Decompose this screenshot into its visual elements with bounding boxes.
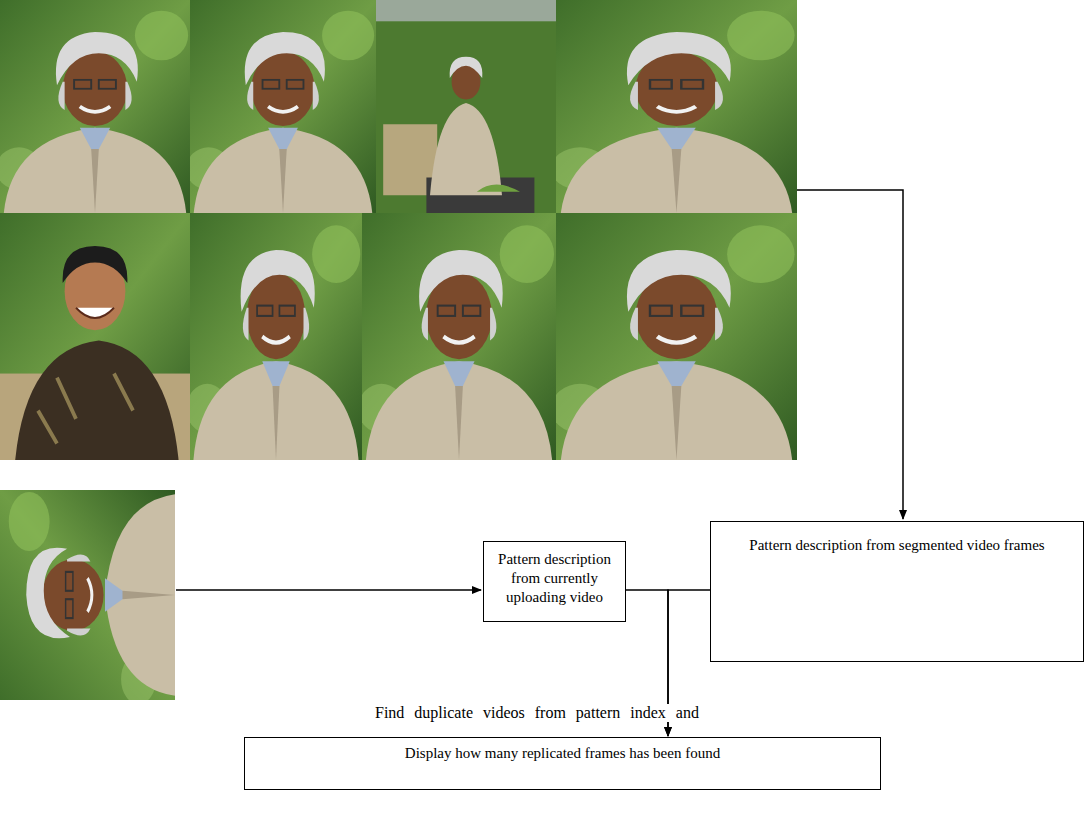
video-frame — [0, 213, 190, 460]
video-frame — [0, 0, 190, 213]
box-text: Pattern description from currently uploa… — [490, 550, 619, 606]
process-box: Display how many replicated frames has b… — [244, 737, 881, 790]
video-frame — [551, 213, 797, 460]
video-frame — [187, 213, 362, 460]
flow-arrow — [797, 190, 903, 519]
box-text: Pattern description from segmented video… — [721, 536, 1073, 555]
box-text: Display how many replicated frames has b… — [255, 744, 870, 763]
flow-arrow — [176, 589, 481, 591]
flow-note: Find duplicate videos from pattern index… — [372, 704, 702, 722]
video-frame — [358, 213, 556, 460]
process-box: Pattern description from currently uploa… — [483, 541, 626, 622]
video-frame — [186, 0, 376, 213]
process-box: Pattern description from segmented video… — [710, 521, 1084, 662]
uploaded-frame — [0, 490, 175, 704]
video-frame — [551, 0, 797, 213]
video-frame — [376, 0, 556, 213]
